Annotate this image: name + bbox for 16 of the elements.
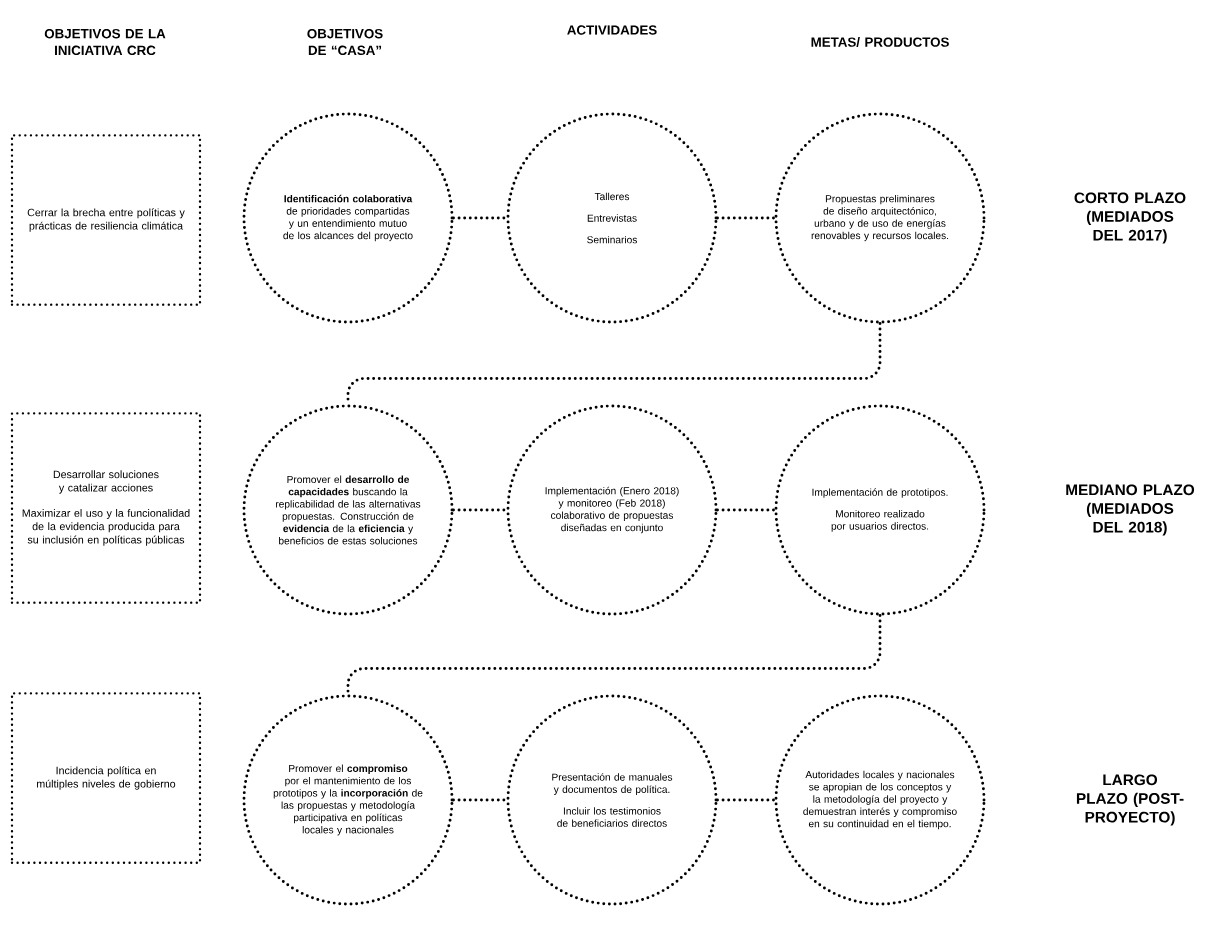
objective-box: Desarrollar soluciones y catalizar acciones Maximizar el uso y la funcionalidad de la evidencia producida para su inclusión en políticas públicas: [10, 412, 202, 604]
dotted-connector: [716, 508, 776, 512]
period-label: MEDIANO PLAZO (MEDIADOS DEL 2018): [1066, 484, 1195, 536]
column-heading: OBJETIVOS DE “CASA”: [307, 28, 383, 56]
column-heading: OBJETIVOS DE LA INICIATIVA CRC: [44, 28, 166, 56]
dotted-connector: [452, 216, 508, 220]
dotted-connector: [716, 798, 776, 802]
period-label: CORTO PLAZO (MEDIADOS DEL 2017): [1074, 192, 1186, 244]
dotted-connector: [716, 216, 776, 220]
objective-box: Incidencia política en múltiples niveles de gobierno: [10, 692, 202, 864]
column-heading: METAS/ PRODUCTOS: [811, 37, 949, 47]
dotted-connector: [452, 508, 508, 512]
dotted-connector: [452, 798, 508, 802]
column-heading: ACTIVIDADES: [567, 25, 657, 35]
period-label: LARGO PLAZO (POST-PROYECTO): [1076, 774, 1184, 826]
objective-box: Cerrar la brecha entre políticas y prácticas de resiliencia climática: [10, 134, 202, 306]
